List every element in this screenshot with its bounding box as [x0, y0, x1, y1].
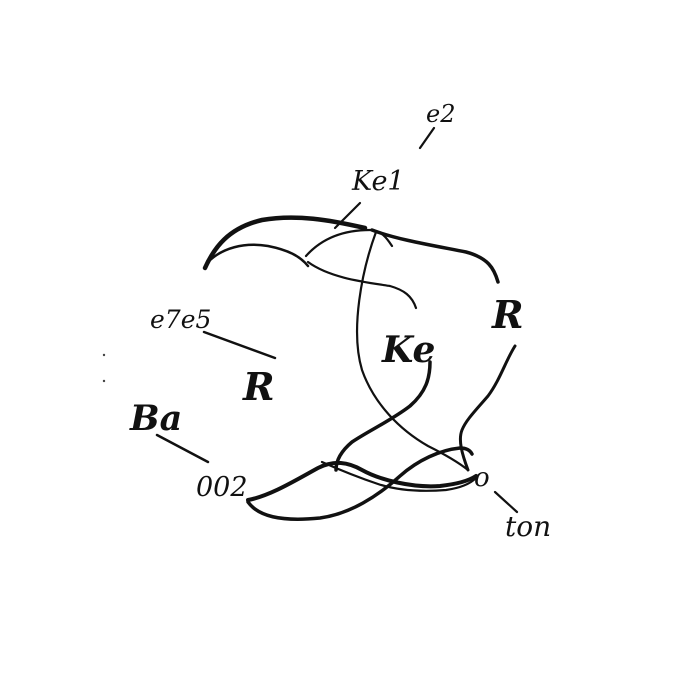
label-ke-center: Ke: [381, 329, 435, 371]
speck-mark: [102, 353, 106, 357]
strand-top-left-inner: [206, 243, 310, 268]
strand-center-sweep: [356, 230, 470, 472]
label-r-left: R: [242, 364, 275, 409]
label-002: 002: [196, 472, 248, 503]
connector-ke1-e2: [418, 126, 436, 150]
label-ke1: Ke1: [351, 166, 405, 197]
connector-o-ton: [493, 490, 519, 514]
label-o: o: [474, 463, 490, 493]
speck-mark: [102, 379, 106, 383]
connector-ba-002: [155, 433, 210, 464]
label-r-right: R: [491, 292, 524, 337]
strand-top-crossing-a: [304, 228, 394, 258]
label-e7e5: e7e5: [150, 305, 211, 334]
strand-top-crossing-b: [306, 260, 418, 310]
connector-e7e5-r: [202, 330, 277, 360]
strand-ke-descent: [334, 360, 432, 472]
strand-bottom-loop: [246, 446, 474, 521]
label-ton: ton: [505, 510, 551, 543]
strand-bottom-left: [246, 461, 478, 502]
connectors: [155, 126, 519, 514]
labels: e2 Ke1 e7e5 R Ke R Ba 002 o ton: [129, 100, 551, 543]
strand-bottom-crossing: [320, 460, 478, 492]
label-ba: Ba: [129, 398, 182, 439]
label-e2: e2: [426, 100, 455, 128]
strand-right-arc: [370, 228, 500, 284]
strand-top-left-hook: [202, 215, 368, 271]
knot-strands: [202, 215, 517, 521]
specks: [102, 353, 106, 383]
